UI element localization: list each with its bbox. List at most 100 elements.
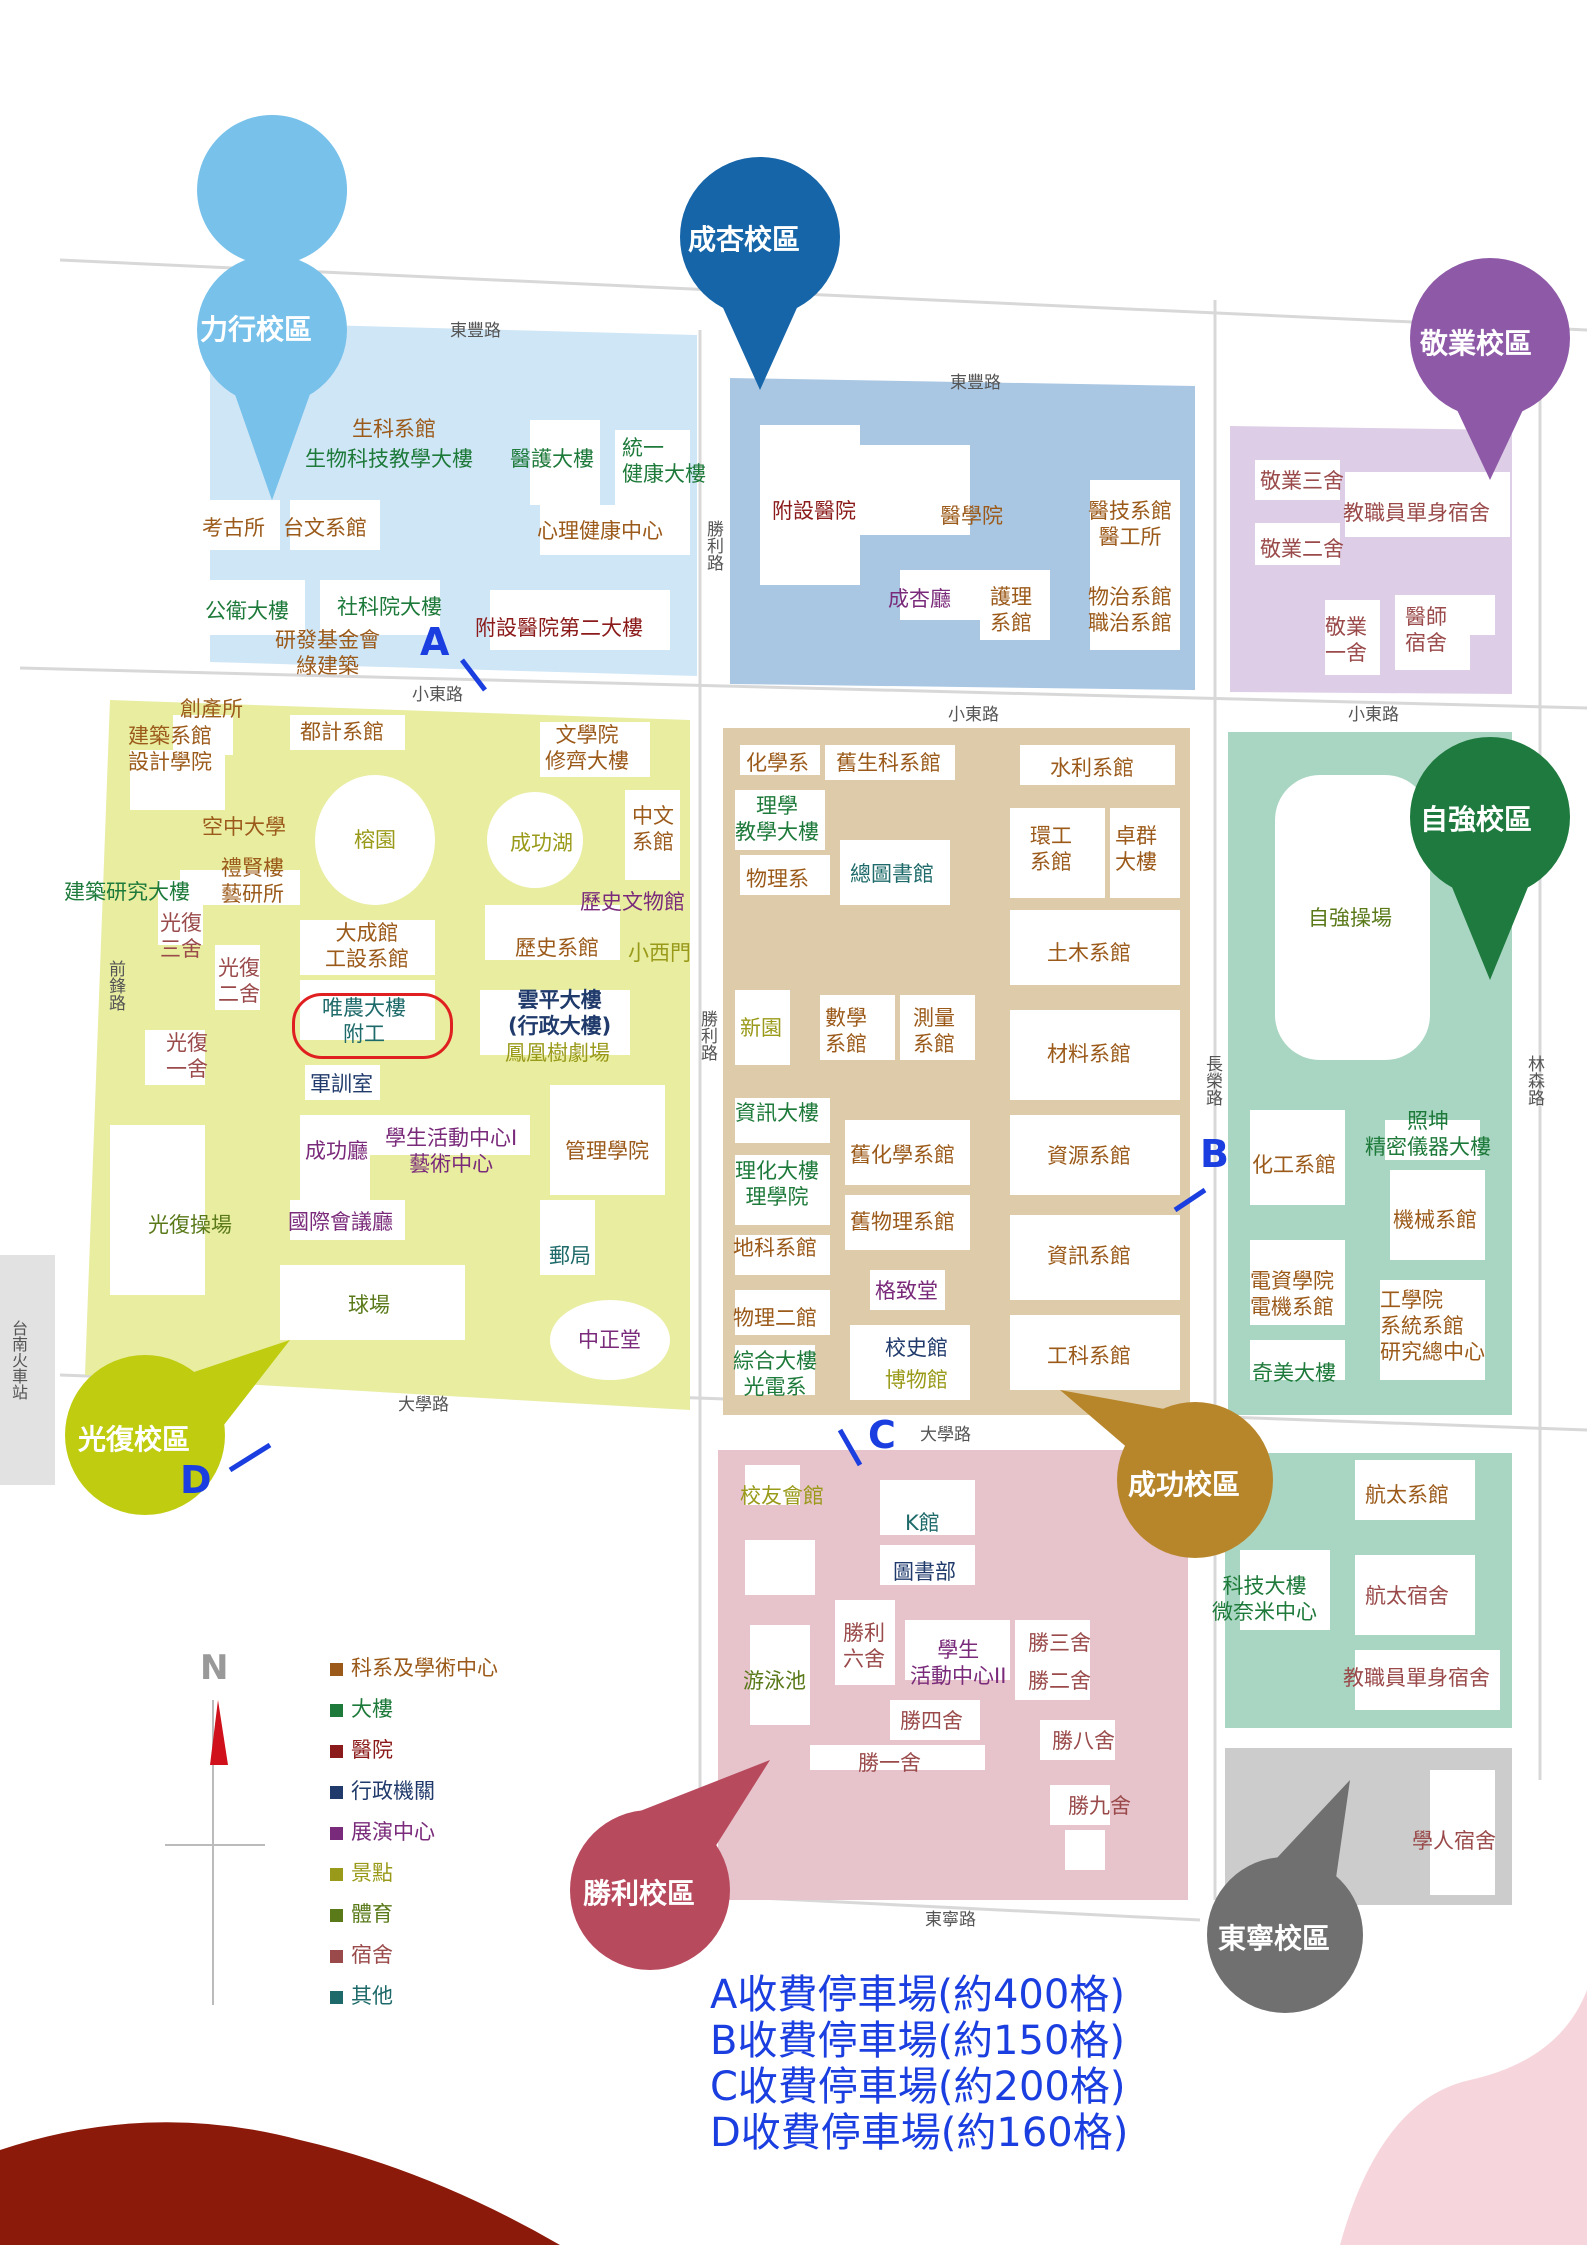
bldg-label: 建築系館 設計學院 [128, 724, 212, 774]
bldg-label: 化工系館 [1252, 1153, 1336, 1177]
legend-item: 其他 [330, 1980, 393, 2010]
bldg-label: 國際會議廳 [288, 1210, 393, 1234]
campus-shengli-label[interactable]: 勝利校區 [583, 1877, 696, 1910]
bldg-label: 歷史文物館 [580, 890, 685, 914]
campus-guangfu-label[interactable]: 光復校區 [78, 1423, 191, 1456]
bldg-label: 勝三舍 [1028, 1631, 1091, 1655]
bldg-label: 舊物理系館 [850, 1210, 955, 1234]
bldg-label: 格致堂 [875, 1279, 938, 1303]
bldg-label: 資源系館 [1047, 1144, 1131, 1168]
bldg-label: 球場 [348, 1293, 390, 1317]
bldg-label: 機械系館 [1393, 1208, 1477, 1232]
bldg-label: 光復操場 [148, 1213, 232, 1237]
bldg-label: 資訊大樓 [735, 1101, 819, 1125]
parking-note-b: B收費停車場(約150格) [710, 2018, 1125, 2064]
bldg-label: 環工 系館 [1030, 824, 1072, 874]
parking-note-c: C收費停車場(約200格) [710, 2064, 1126, 2110]
bldg-label: 航太系館 [1365, 1483, 1449, 1507]
campus-lixing-label[interactable]: 力行校區 [200, 313, 313, 346]
parking-note-a: A收費停車場(約400格) [710, 1972, 1125, 2018]
bldg-label: 勝二舍 [1028, 1669, 1091, 1693]
bldg-label: 大成館 工設系館 [325, 921, 409, 971]
bldg-label: 成杏廳 [888, 587, 951, 611]
parking-b-marker[interactable]: B [1200, 1132, 1229, 1176]
road-xiaodong-2: 小東路 [948, 705, 999, 725]
campus-chenggong-label[interactable]: 成功校區 [1128, 1468, 1241, 1501]
bldg-label: 理化大樓 理學院 [735, 1159, 819, 1209]
bldg-label: 材料系館 [1047, 1042, 1131, 1066]
bldg-label: 水利系館 [1050, 756, 1134, 780]
parking-d-marker[interactable]: D [180, 1458, 212, 1502]
bldg-label: 中正堂 [578, 1328, 641, 1352]
campus-jingye-label[interactable]: 敬業校區 [1420, 327, 1533, 360]
bldg-label: 學生 活動中心II [910, 1638, 1007, 1688]
road-qianfeng: 前鋒路 [105, 960, 125, 1011]
bldg-label: 勝八舍 [1052, 1729, 1115, 1753]
decor-flower [1340, 1990, 1587, 2245]
bldg-label: 光復 一舍 [166, 1031, 208, 1081]
road-daxue-1: 大學路 [398, 1395, 449, 1415]
bldg-label: 鳳凰樹劇場 [505, 1041, 610, 1065]
compass-needle [210, 1700, 228, 1765]
bldg-label: 小西門 [628, 941, 691, 965]
parking-a-marker[interactable]: A [420, 620, 450, 664]
bldg-label: 照坤 精密儀器大樓 [1365, 1109, 1491, 1159]
bldg-label: 教職員單身宿舍 [1343, 1666, 1490, 1690]
pins [65, 115, 1570, 2013]
bldg-label: 光復 二舍 [218, 956, 260, 1006]
bldg-label: 總圖書館 [850, 862, 934, 886]
bldg-label: 唯農大樓 附工 [322, 996, 406, 1046]
legend-item: 宿舍 [330, 1939, 393, 1969]
bldg-label: 圖書部 [893, 1560, 956, 1584]
road-linsen: 林森路 [1524, 1055, 1544, 1106]
bldg-label: 軍訓室 [310, 1072, 373, 1096]
road-xiaodong-3: 小東路 [1348, 705, 1399, 725]
bldg-label: 博物館 [885, 1368, 948, 1392]
highlight-ring [292, 993, 453, 1059]
road-shengli-2: 勝利路 [697, 1010, 717, 1061]
bldg-label: 醫學院 [940, 504, 1003, 528]
bldg-label: 物理二館 [733, 1306, 817, 1330]
bldg-label: 電資學院 電機系館 [1250, 1269, 1334, 1319]
bldg-label: 空中大學 [202, 815, 286, 839]
bldg-label: 奇美大樓 [1252, 1361, 1336, 1385]
campus-dongning-label[interactable]: 東寧校區 [1218, 1922, 1331, 1955]
bldg-label: 數學 系館 [825, 1006, 867, 1056]
campus-chengxing-label[interactable]: 成杏校區 [688, 223, 801, 256]
road-xiaodong-1: 小東路 [412, 685, 463, 705]
bldg-label: 工學院 系統系館 研究總中心 [1380, 1288, 1485, 1364]
bldg-label: 教職員單身宿舍 [1343, 501, 1490, 525]
road-dongning: 東寧路 [925, 1910, 976, 1930]
bldg-label: 測量 系館 [913, 1006, 955, 1056]
campus-ziqiang-label[interactable]: 自強校區 [1420, 803, 1533, 836]
bldg-label: 創產所 [180, 697, 243, 721]
bldg-label: 禮賢樓 藝研所 [221, 856, 284, 906]
legend-item: 醫院 [330, 1734, 393, 1764]
bldg-label: 土木系館 [1047, 941, 1131, 965]
road-dongfeng-1: 東豐路 [450, 321, 501, 341]
bldg-label: 附設醫院 [772, 499, 856, 523]
legend-item: 科系及學術中心 [330, 1652, 498, 1682]
bldg-label: 考古所 [202, 516, 265, 540]
bldg-label: 附設醫院第二大樓 [475, 616, 643, 640]
bldg-label: 歷史系館 [515, 936, 599, 960]
bldg-label: 敬業二舍 [1260, 537, 1344, 561]
bldg-label: 化學系 [746, 751, 809, 775]
bldg-label: 地科系館 [733, 1236, 817, 1260]
bldg-label: 文學院 修齊大樓 [545, 723, 629, 773]
bldg-label: 航太宿舍 [1365, 1584, 1449, 1608]
bldg-label: 中文 系館 [632, 804, 674, 854]
legend-item: 大樓 [330, 1693, 393, 1723]
bldg-label: 綜合大樓 光電系 [733, 1349, 817, 1399]
bldg-label: 成功廳 [305, 1139, 368, 1163]
bldg-label: 榕園 [354, 828, 396, 852]
bldg-label: 光復 三舍 [160, 911, 202, 961]
legend-item: 展演中心 [330, 1816, 435, 1846]
bldg-label: 護理 系館 [990, 585, 1032, 635]
bldg-label: 卓群 大樓 [1115, 824, 1157, 874]
bldg-label: 雲平大樓 (行政大樓) [508, 988, 612, 1038]
legend-item: 體育 [330, 1898, 393, 1928]
bldg-label: 物理系 [746, 867, 809, 891]
parking-c-marker[interactable]: C [868, 1413, 896, 1457]
